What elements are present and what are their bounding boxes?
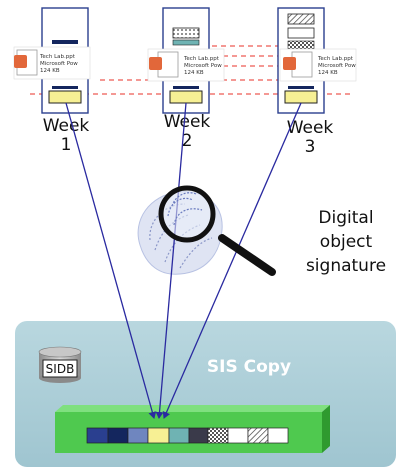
signature-label-line1: Digital [318, 208, 373, 228]
ppt-badge-icon [149, 57, 162, 70]
week2-label: Week [164, 112, 211, 132]
storage-block [168, 427, 190, 444]
mapping-arrows [65, 102, 302, 419]
file-size: 124 KB [318, 70, 338, 76]
sidb-database-icon [38, 346, 82, 383]
ppt-badge-icon [283, 57, 296, 70]
signature-label-line3: signature [306, 256, 386, 276]
file-name: Tech Lab.ppt [317, 56, 354, 62]
week3-label: Week [287, 118, 334, 138]
storage-block [86, 427, 109, 444]
week2-number: 2 [182, 131, 193, 151]
week1-highlight-block [48, 90, 82, 104]
storage-block [247, 427, 269, 444]
file-name: Tech Lab.ppt [39, 54, 76, 60]
storage-block [107, 427, 129, 444]
storage-blocks [86, 427, 289, 444]
arrow-week2 [155, 102, 187, 419]
week2-file-card: Tech Lab.ppt Microsoft Pow 124 KB [147, 48, 225, 82]
signature-label-line2: object [320, 232, 373, 252]
sidb-label: SIDB [46, 362, 75, 376]
week3-highlight-block [284, 90, 318, 104]
ppt-badge-icon [14, 55, 27, 68]
arrow-week1 [65, 102, 157, 419]
week1-file-card: Tech Lab.ppt Microsoft Pow 124 KB [13, 46, 91, 80]
file-size: 124 KB [40, 68, 60, 74]
week3-number: 3 [305, 137, 316, 157]
file-type: Microsoft Pow [40, 61, 78, 67]
week2-highlight-block [169, 90, 203, 104]
week1-number: 1 [61, 135, 72, 155]
file-size: 124 KB [184, 70, 204, 76]
storage-block [267, 427, 289, 444]
magnifying-glass-icon [158, 185, 276, 276]
storage-block [207, 427, 229, 444]
storage-block [188, 427, 209, 444]
storage-block [127, 427, 149, 444]
arrow-week3 [162, 102, 302, 419]
storage-block [227, 427, 249, 444]
week1-label: Week [43, 116, 90, 136]
storage-block-highlight [147, 427, 170, 444]
file-type: Microsoft Pow [318, 63, 356, 69]
file-name: Tech Lab.ppt [183, 56, 220, 62]
sis-copy-title: SIS Copy [207, 357, 291, 377]
file-type: Microsoft Pow [184, 63, 222, 69]
week3-file-card: Tech Lab.ppt Microsoft Pow 124 KB [279, 48, 357, 82]
